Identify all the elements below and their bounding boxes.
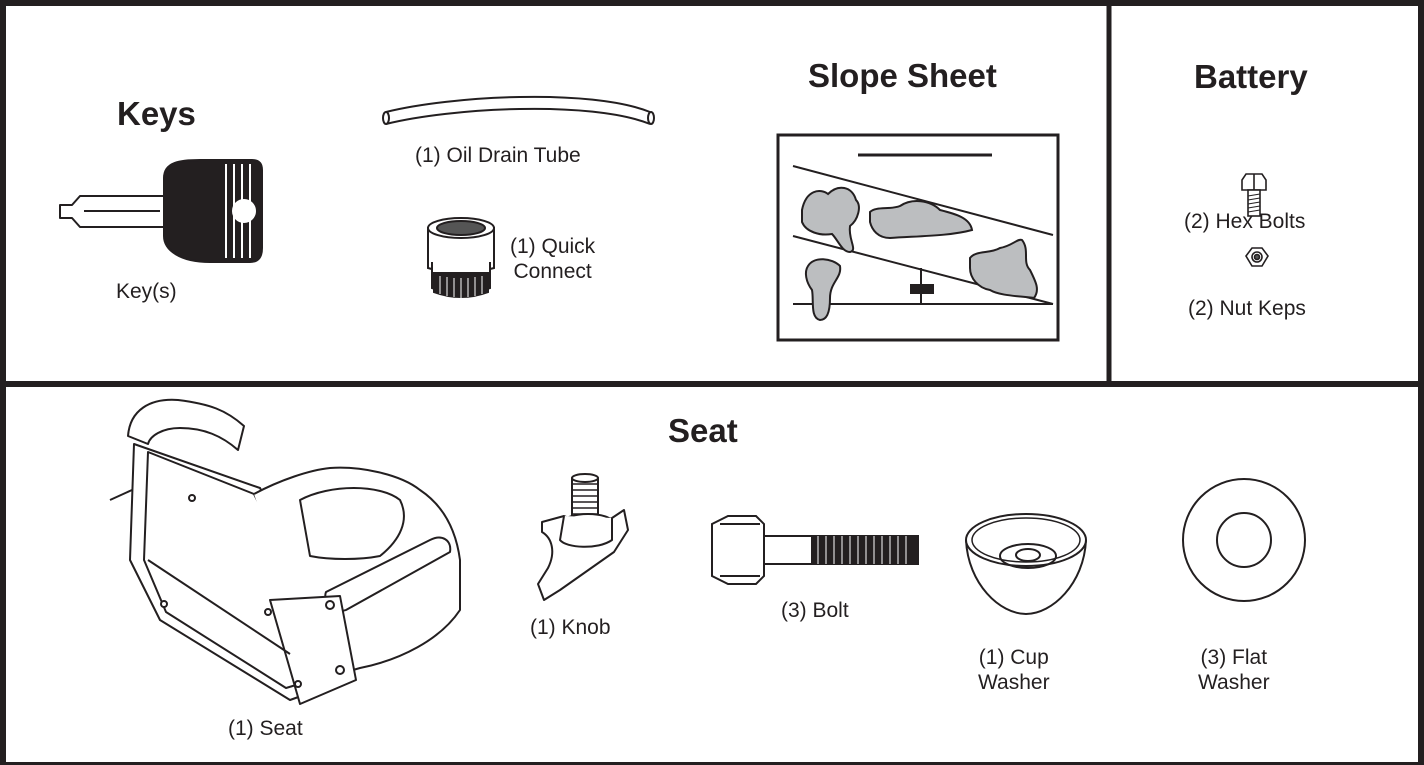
knob-icon — [537, 473, 629, 601]
bolt-label: (3) Bolt — [781, 599, 849, 622]
seat-title: Seat — [668, 412, 738, 449]
oil-drain-tube-label: (1) Oil Drain Tube — [415, 144, 581, 167]
bolt-icon — [711, 515, 919, 585]
cup-washer-icon — [965, 513, 1087, 616]
oil-drain-tube-icon — [382, 95, 655, 125]
keys-title: Keys — [117, 95, 196, 132]
flat-washer-label: (3) Flat Washer — [1198, 646, 1270, 695]
nut-kep-icon — [1245, 247, 1269, 267]
cup-washer-label: (1) Cup Washer — [978, 646, 1050, 695]
nut-keps-label: (2) Nut Keps — [1188, 297, 1306, 320]
key-icon — [59, 159, 263, 263]
quick-connect-label: (1) Quick Connect — [510, 235, 596, 284]
slope-sheet-icon — [776, 133, 1060, 342]
knob-label: (1) Knob — [530, 616, 611, 639]
battery-title: Battery — [1194, 58, 1308, 95]
seat-label: (1) Seat — [228, 717, 303, 740]
flat-washer-icon — [1182, 478, 1306, 602]
quick-connect-icon — [427, 217, 495, 298]
seat-icon — [109, 398, 461, 705]
hex-bolt-icon — [1241, 173, 1267, 217]
keys-label: Key(s) — [116, 280, 177, 303]
hex-bolts-label: (2) Hex Bolts — [1184, 210, 1306, 233]
slope-sheet-title: Slope Sheet — [808, 57, 997, 94]
